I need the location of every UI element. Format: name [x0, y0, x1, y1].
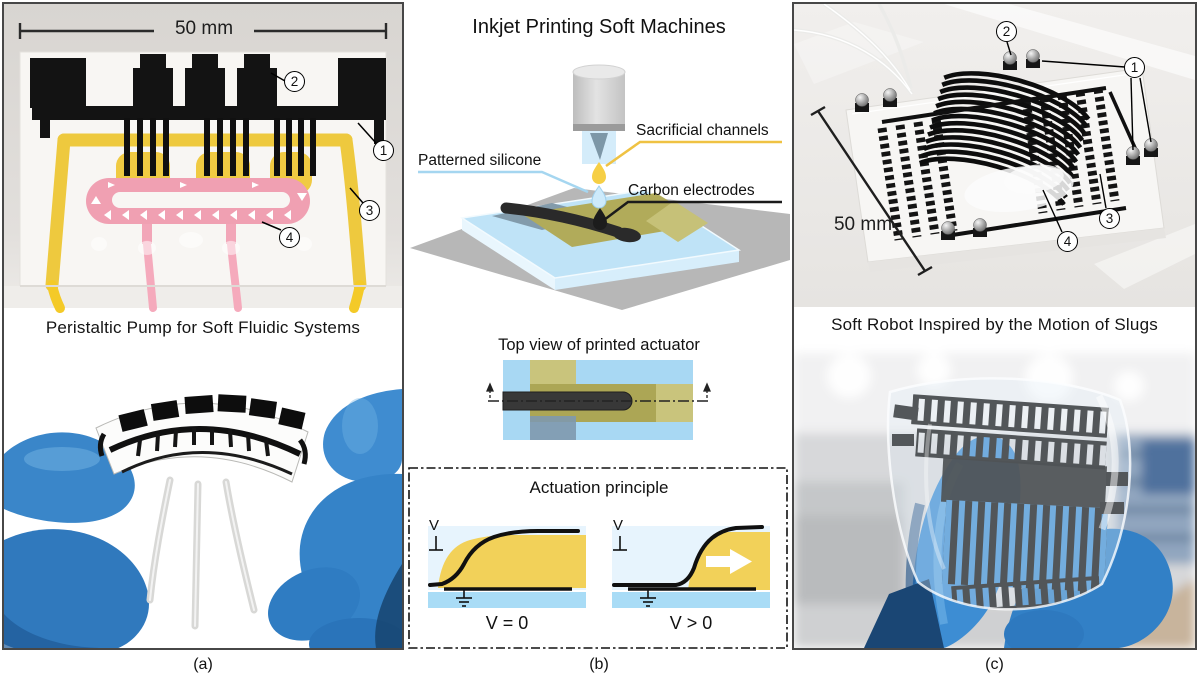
voltage-terminal — [429, 536, 443, 551]
flexible-printed-sheet — [886, 377, 1132, 611]
pink-racetrack-channel — [86, 178, 310, 244]
ground-symbol — [640, 589, 656, 607]
scale-bar — [18, 23, 388, 39]
screw-terminals — [855, 49, 1158, 240]
figure-label-b: (b) — [589, 656, 609, 673]
circled-number-1: 1 — [1124, 57, 1145, 78]
blue-droplet — [591, 185, 607, 209]
comb-electrodes — [124, 118, 316, 176]
ground-symbol — [456, 589, 472, 607]
scale-bar — [810, 105, 933, 277]
circled-number-3: 3 — [1099, 208, 1120, 229]
label-carbon-electrodes: Carbon electrodes — [628, 182, 755, 199]
actuation-title: Actuation principle — [529, 478, 669, 497]
printhead — [572, 64, 626, 164]
black-droplet — [593, 208, 607, 230]
voltage-label-right: V — [613, 517, 624, 534]
actuation-principle-box — [408, 467, 788, 649]
panel-c: 50 mm 2 1 3 4 Soft Robot Inspired by the… — [792, 2, 1197, 650]
state-v-zero: V = 0 — [485, 613, 529, 633]
glue-blobs — [91, 232, 312, 255]
panel-c-caption: Soft Robot Inspired by the Motion of Slu… — [831, 315, 1158, 334]
voltage-label-left: V — [429, 517, 440, 534]
voltage-terminal — [613, 536, 627, 551]
yellow-droplet — [592, 162, 606, 184]
scale-bar-label-c: 50 mm — [833, 214, 893, 235]
flow-arrows — [91, 182, 307, 220]
photo-hands-holding-pump — [4, 389, 402, 648]
ink-droplets — [591, 162, 607, 230]
supply-tubes — [794, 4, 914, 96]
deflection-arrows — [486, 382, 711, 398]
panel-b: Inkjet Printing Soft Machines Sacrificia… — [406, 2, 792, 650]
leader-lines-a — [261, 72, 377, 231]
figure-label-c: (c) — [985, 656, 1004, 673]
top-view-caption: Top view of printed actuator — [498, 336, 700, 354]
circled-number-2: 2 — [284, 71, 305, 92]
leader-lines-b — [418, 140, 782, 221]
state-v-positive: V > 0 — [669, 613, 713, 633]
circled-number-4: 4 — [279, 227, 300, 248]
figure-label-a: (a) — [193, 656, 213, 673]
inkjet-printing-diagram — [410, 64, 790, 310]
clear-tubes — [146, 476, 258, 630]
top-view-schematic — [486, 360, 711, 440]
panel-b-graphics — [408, 64, 790, 649]
photo-slug-robot-plate — [794, 4, 1195, 307]
panel-a-graphics — [4, 4, 402, 648]
flow-direction-arrow — [706, 549, 752, 574]
leader-lines-c — [1006, 41, 1152, 233]
silicone-slab — [459, 189, 742, 290]
circled-number-1: 1 — [373, 140, 394, 161]
panel-b-title: Inkjet Printing Soft Machines — [472, 16, 726, 38]
panel-a: 50 mm 2 1 3 4 Peristaltic Pump for Soft … — [2, 2, 404, 650]
label-sacrificial-channels: Sacrificial channels — [636, 122, 769, 139]
scale-bar-label-a: 50 mm — [174, 18, 234, 39]
diagram-v-zero — [428, 526, 586, 608]
diagram-v-positive — [612, 525, 770, 608]
panel-a-caption: Peristaltic Pump for Soft Fluidic System… — [45, 318, 361, 337]
circled-number-4: 4 — [1057, 231, 1078, 252]
label-patterned-silicone: Patterned silicone — [418, 152, 542, 169]
circled-number-2: 2 — [996, 21, 1017, 42]
photo-hand-holding-sheet — [794, 353, 1195, 648]
photo-peristaltic-pump — [4, 4, 402, 313]
carbon-pads — [30, 54, 386, 144]
circled-number-3: 3 — [359, 200, 380, 221]
curved-printed-device — [95, 394, 309, 483]
